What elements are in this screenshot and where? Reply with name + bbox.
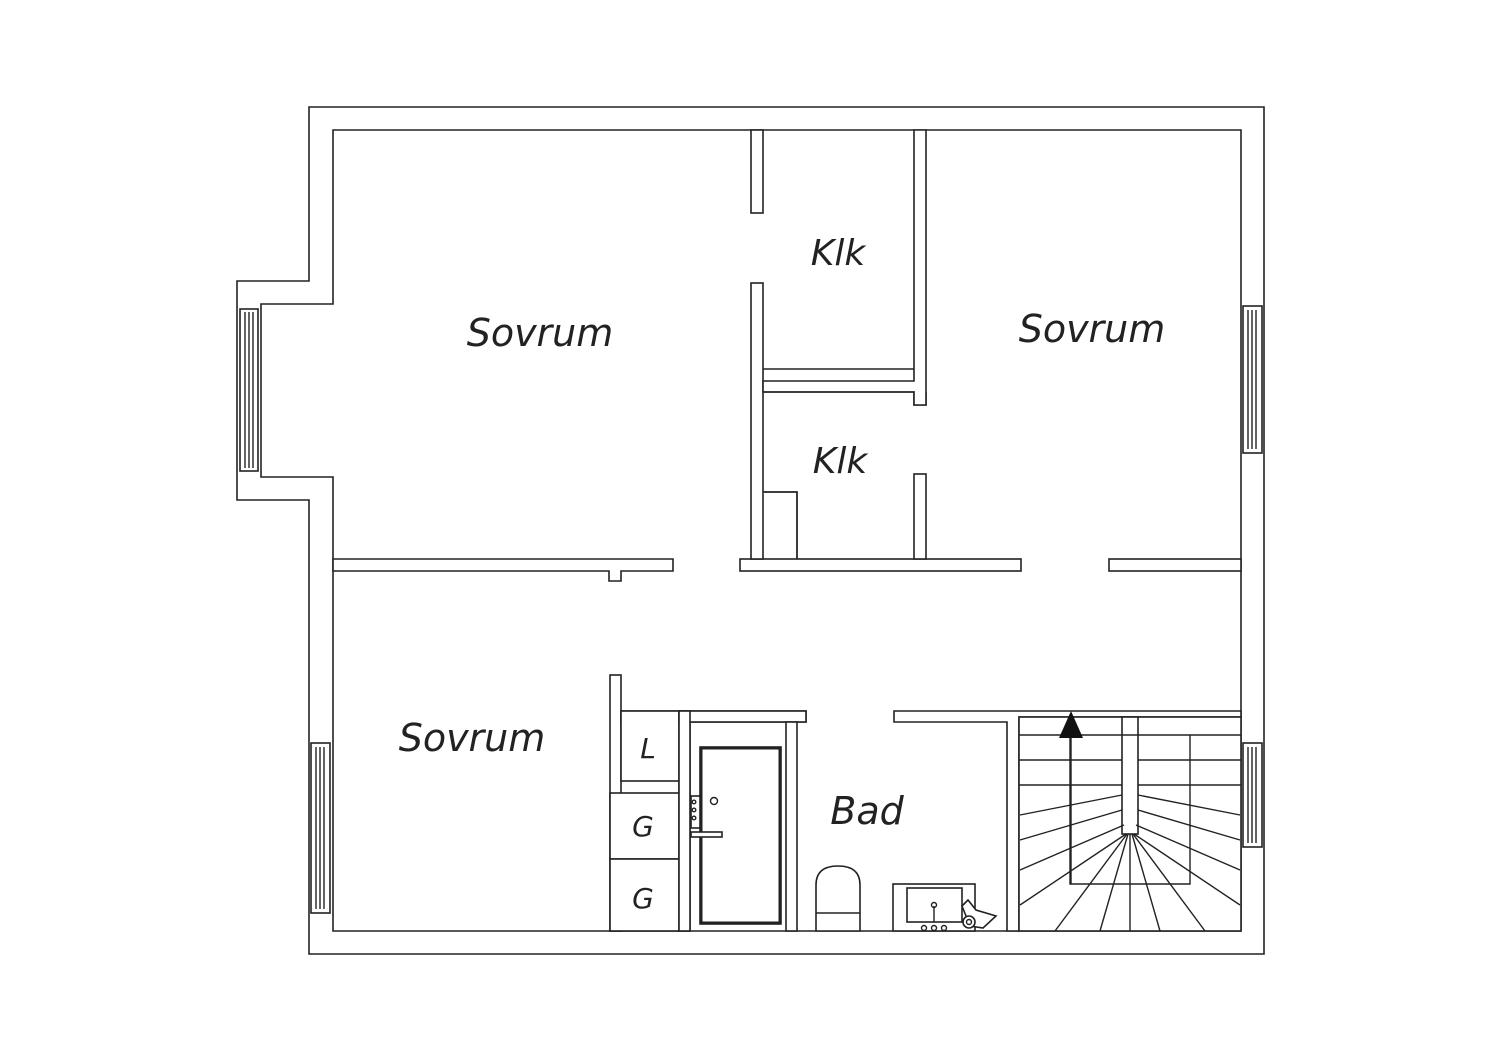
toilet-icon: [815, 865, 861, 932]
stair-direction-arrow-icon: [1059, 711, 1083, 738]
washer-icon: [961, 898, 998, 929]
label-bedroom-top-left: Sovrum: [467, 311, 614, 355]
linen-closet-box: [620, 710, 680, 782]
label-bedroom-bottom-left: Sovrum: [399, 716, 546, 760]
wall-horizontal-middle: [739, 558, 1022, 572]
staircase: [1018, 716, 1242, 932]
window-left-bay: [239, 308, 259, 472]
wall-bathroom-inner-left: [678, 710, 691, 932]
label-bedroom-top-right: Sovrum: [1019, 307, 1166, 351]
label-linen-closet: L: [640, 732, 656, 765]
label-wardrobe-upper: G: [632, 810, 654, 843]
closet-middle-door-jamb: [913, 473, 927, 560]
wall-bathroom-left-divider: [785, 721, 798, 932]
window-right-upper: [1242, 305, 1263, 454]
wall-bathroom-top-left: [678, 710, 807, 723]
window-right-lower: [1242, 742, 1263, 848]
wall-horizontal-right: [1108, 558, 1242, 572]
closet-middle-inner-step: [763, 491, 798, 559]
shower-cabin: [690, 746, 782, 925]
label-bathroom: Bad: [830, 789, 904, 833]
wall-horizontal-left: [332, 558, 674, 582]
wall-vertical-closet-left-top: [750, 129, 764, 214]
label-closet-middle: Klk: [813, 441, 870, 482]
label-closet-top: Klk: [811, 233, 868, 274]
sink-icon: [892, 883, 976, 932]
wall-vertical-closet-left-bottom: [750, 282, 764, 560]
wardrobe-lower-box: [609, 858, 680, 932]
label-wardrobe-lower: G: [632, 882, 654, 915]
window-left-lower: [310, 742, 331, 914]
